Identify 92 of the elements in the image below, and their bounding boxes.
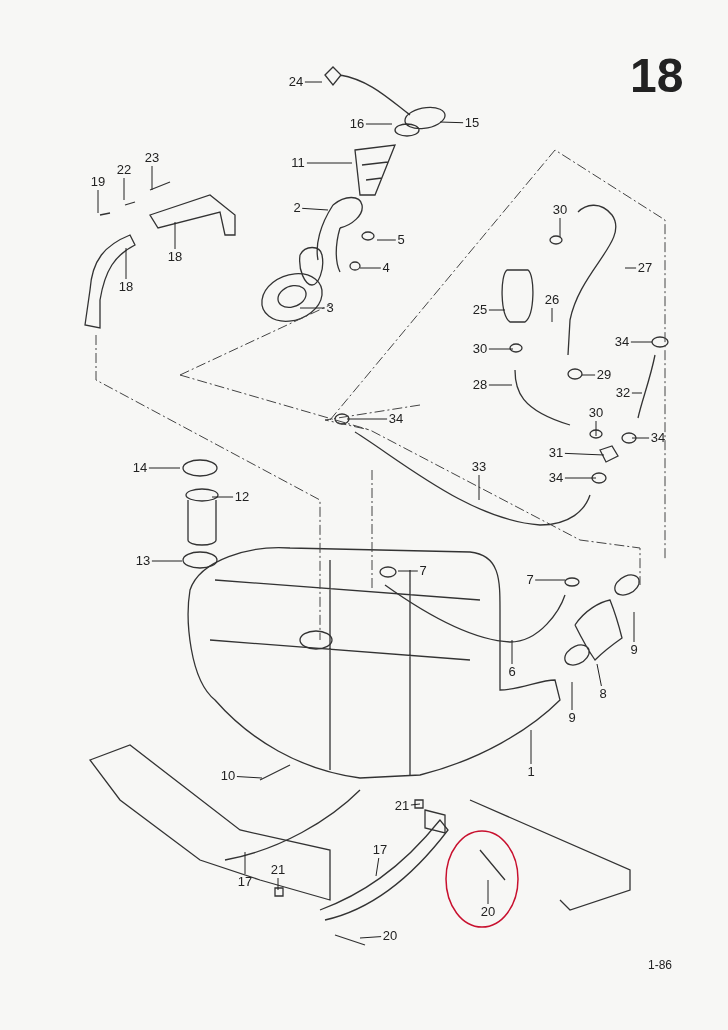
leader-line bbox=[596, 663, 602, 687]
leader-line bbox=[581, 374, 596, 376]
leader-line bbox=[564, 452, 605, 456]
leader-line bbox=[488, 348, 514, 350]
revision-date: 1-86 bbox=[648, 959, 673, 971]
leader-line bbox=[511, 639, 513, 665]
callout-number: 1 bbox=[526, 765, 536, 779]
leader-line bbox=[277, 877, 279, 891]
leader-line bbox=[631, 437, 650, 439]
leader-line bbox=[624, 267, 637, 269]
callout-number: 9 bbox=[629, 643, 639, 657]
callout-number: 29 bbox=[596, 368, 612, 382]
leader-line bbox=[564, 477, 597, 479]
callout-number: 16 bbox=[349, 117, 365, 131]
callout-number: 18 bbox=[167, 250, 183, 264]
callout-number: 34 bbox=[388, 412, 404, 426]
leader-line bbox=[97, 189, 99, 214]
leader-line bbox=[365, 123, 393, 125]
leader-line bbox=[174, 221, 176, 250]
leader-line bbox=[359, 936, 382, 939]
leader-line bbox=[301, 207, 329, 211]
leader-line bbox=[439, 121, 464, 124]
callout-number: 24 bbox=[288, 75, 304, 89]
callout-number: 22 bbox=[116, 163, 132, 177]
callout-number: 14 bbox=[132, 461, 148, 475]
callout-number: 15 bbox=[464, 116, 480, 130]
callout-number: 17 bbox=[237, 875, 253, 889]
leader-line bbox=[595, 420, 597, 437]
leader-line bbox=[359, 267, 382, 269]
leader-line bbox=[236, 776, 263, 779]
callout-number: 30 bbox=[472, 342, 488, 356]
leader-line bbox=[397, 570, 419, 572]
callout-number: 30 bbox=[552, 203, 568, 217]
callout-number: 21 bbox=[270, 863, 286, 877]
callout-number: 33 bbox=[471, 460, 487, 474]
leader-line bbox=[530, 729, 532, 765]
callout-number: 32 bbox=[615, 386, 631, 400]
leader-line bbox=[304, 81, 323, 83]
callout-number: 20 bbox=[480, 905, 496, 919]
callout-number: 17 bbox=[372, 843, 388, 857]
callout-number: 34 bbox=[650, 431, 666, 445]
leader-line bbox=[559, 217, 561, 238]
callout-number: 27 bbox=[637, 261, 653, 275]
leader-line bbox=[630, 341, 653, 343]
callout-number: 2 bbox=[292, 201, 302, 215]
callout-number: 10 bbox=[220, 769, 236, 783]
callout-number: 18 bbox=[118, 280, 134, 294]
callout-number: 7 bbox=[525, 573, 535, 587]
leader-line bbox=[410, 803, 421, 806]
leader-line bbox=[244, 851, 246, 875]
callout-number: 28 bbox=[472, 378, 488, 392]
callout-number: 7 bbox=[418, 564, 428, 578]
leader-line bbox=[551, 307, 553, 323]
callout-number: 34 bbox=[548, 471, 564, 485]
callout-number: 31 bbox=[548, 446, 564, 460]
callout-number: 23 bbox=[144, 151, 160, 165]
leader-line bbox=[633, 611, 635, 643]
callout-number: 8 bbox=[598, 687, 608, 701]
callout-number: 20 bbox=[382, 929, 398, 943]
callout-number: 26 bbox=[544, 293, 560, 307]
leader-line bbox=[478, 474, 480, 501]
leader-line bbox=[125, 247, 127, 280]
callout-number: 13 bbox=[135, 554, 151, 568]
callout-number: 19 bbox=[90, 175, 106, 189]
leader-line bbox=[488, 309, 506, 311]
callout-number: 34 bbox=[614, 335, 630, 349]
leader-line bbox=[151, 560, 183, 562]
callout-number: 11 bbox=[290, 156, 306, 170]
page-number: 18 bbox=[630, 52, 684, 100]
callout-number: 25 bbox=[472, 303, 488, 317]
leader-line bbox=[211, 496, 234, 498]
callout-number: 4 bbox=[381, 261, 391, 275]
callout-number: 30 bbox=[588, 406, 604, 420]
leader-line bbox=[376, 239, 397, 241]
callout-number: 5 bbox=[396, 233, 406, 247]
callout-number: 6 bbox=[507, 665, 517, 679]
leader-line bbox=[306, 162, 353, 164]
callout-number: 21 bbox=[394, 799, 410, 813]
leader-line bbox=[571, 681, 573, 711]
leader-line bbox=[487, 879, 489, 905]
leader-line bbox=[123, 177, 125, 201]
leader-line bbox=[299, 307, 326, 309]
leader-line bbox=[148, 467, 181, 469]
leader-line bbox=[534, 579, 566, 581]
leader-line bbox=[346, 418, 388, 420]
leader-line bbox=[375, 857, 380, 877]
callout-number: 9 bbox=[567, 711, 577, 725]
callout-number: 12 bbox=[234, 490, 250, 504]
leader-line bbox=[151, 165, 153, 191]
callout-number: 3 bbox=[325, 301, 335, 315]
leader-line bbox=[631, 392, 643, 394]
leader-line bbox=[488, 384, 513, 386]
